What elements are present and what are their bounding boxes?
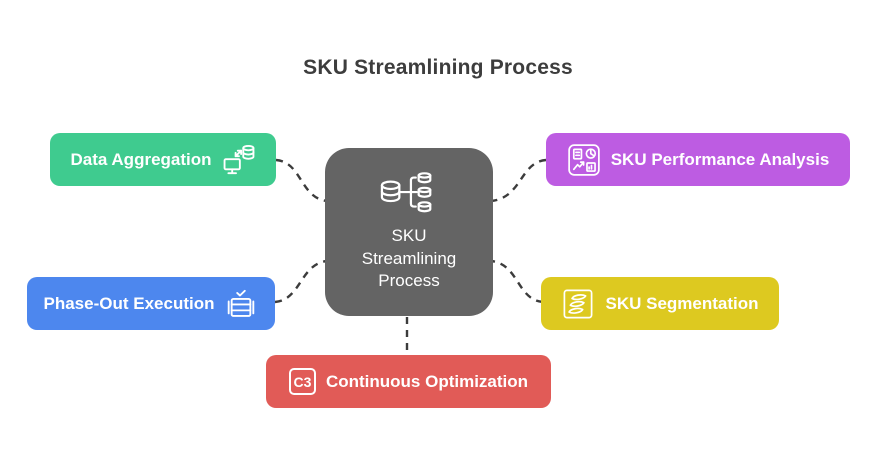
connector-sku-performance-analysis [490,158,547,203]
connector-phase-out-execution [274,259,328,304]
node-label: Data Aggregation [70,149,212,169]
node-phase-out-execution: Phase-Out Execution [27,277,275,330]
c3-badge-label: C3 [293,373,312,390]
node-sku-segmentation: SKU Segmentation [541,277,779,330]
layered-segments-icon [564,289,593,318]
center-node-label: SKU Streamlining Process [361,225,457,291]
computer-database-sync-icon [223,144,254,174]
c3-badge-icon: C3 [288,368,316,395]
node-label: Continuous Optimization [325,371,529,391]
analytics-dashboard-icon [567,143,600,176]
node-label: SKU Performance Analysis [610,149,830,169]
database-distribution-icon [380,171,432,212]
node-sku-performance-analysis: SKU Performance Analysis [546,133,850,186]
node-data-aggregation: Data Aggregation [50,133,276,186]
center-node-sku-streamlining-process: SKU Streamlining Process [325,148,493,316]
node-label: Phase-Out Execution [43,293,215,313]
connector-sku-segmentation [490,259,544,304]
checked-schedule-icon [228,289,255,317]
node-continuous-optimization: C3 Continuous Optimization [266,355,551,408]
page-title: SKU Streamlining Process [303,56,573,79]
connector-data-aggregation [275,158,328,203]
node-label: SKU Segmentation [605,293,759,313]
